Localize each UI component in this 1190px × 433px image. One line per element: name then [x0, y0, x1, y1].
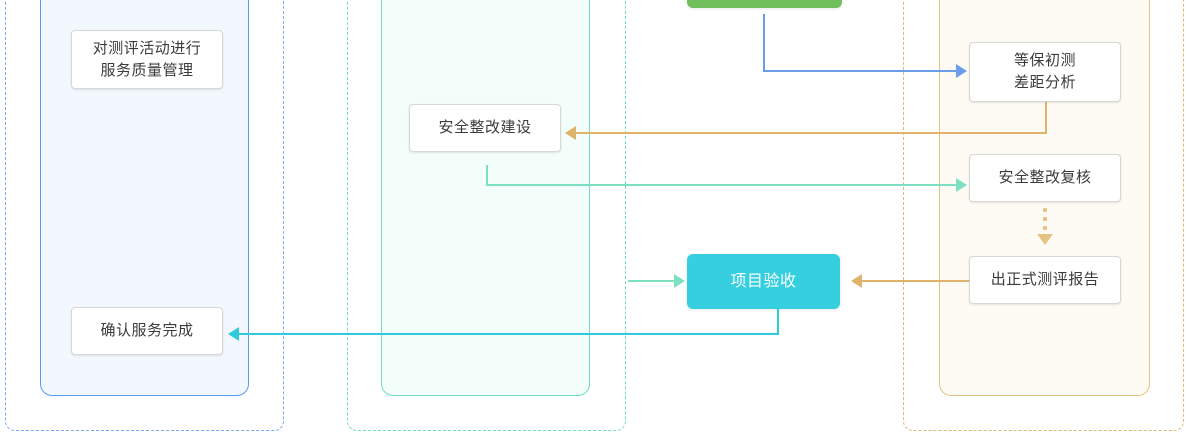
edge-rectify-to-review-horizontal — [486, 184, 959, 186]
node-formal-evaluation-report[interactable]: 出正式测评报告 — [969, 256, 1121, 304]
node-security-rectification-review[interactable]: 安全整改复核 — [969, 154, 1121, 202]
edge-report-to-acceptance-horizontal — [862, 280, 970, 282]
edge-acceptance-to-confirm-horizontal — [239, 333, 779, 335]
edge-review-to-report-dot-3 — [1043, 226, 1047, 230]
lane-teal-dashed-wrapper — [347, 0, 626, 431]
node-green-upstream[interactable] — [687, 0, 842, 8]
lane-teal-panel — [381, 0, 590, 396]
node-project-acceptance[interactable]: 项目验收 — [687, 254, 840, 309]
edge-gap-to-rectify-horizontal — [576, 132, 1046, 134]
edge-rectify-to-review-arrowhead — [956, 178, 967, 192]
edge-review-to-report-arrowhead — [1037, 234, 1053, 245]
edge-green-to-gap-vertical — [763, 14, 765, 71]
edge-report-to-acceptance-arrowhead — [851, 274, 862, 288]
edge-green-to-gap-arrowhead — [956, 64, 967, 78]
edge-review-to-report-dot-1 — [1043, 208, 1047, 212]
edge-gap-to-rectify-vertical — [1045, 102, 1047, 134]
edge-rectify-to-review-vertical — [486, 165, 488, 185]
lane-blue-dashed-wrapper — [5, 0, 284, 431]
edge-acceptance-to-confirm-arrowhead — [228, 327, 239, 341]
edge-acceptance-to-confirm-vertical — [777, 309, 779, 335]
lane-orange-dashed-wrapper — [903, 0, 1184, 431]
node-initial-test-gap-analysis[interactable]: 等保初测 差距分析 — [969, 42, 1121, 102]
edge-review-to-report-dot-2 — [1043, 217, 1047, 221]
edge-green-to-gap-horizontal — [763, 70, 959, 72]
edge-lane-to-acceptance-arrowhead — [674, 274, 685, 288]
edge-gap-to-rectify-arrowhead — [565, 126, 576, 140]
node-security-rectification-construction[interactable]: 安全整改建设 — [409, 104, 561, 152]
node-confirm-service-complete[interactable]: 确认服务完成 — [71, 307, 223, 355]
node-service-quality-management[interactable]: 对测评活动进行 服务质量管理 — [71, 30, 223, 89]
edge-lane-to-acceptance-horizontal — [628, 280, 677, 282]
